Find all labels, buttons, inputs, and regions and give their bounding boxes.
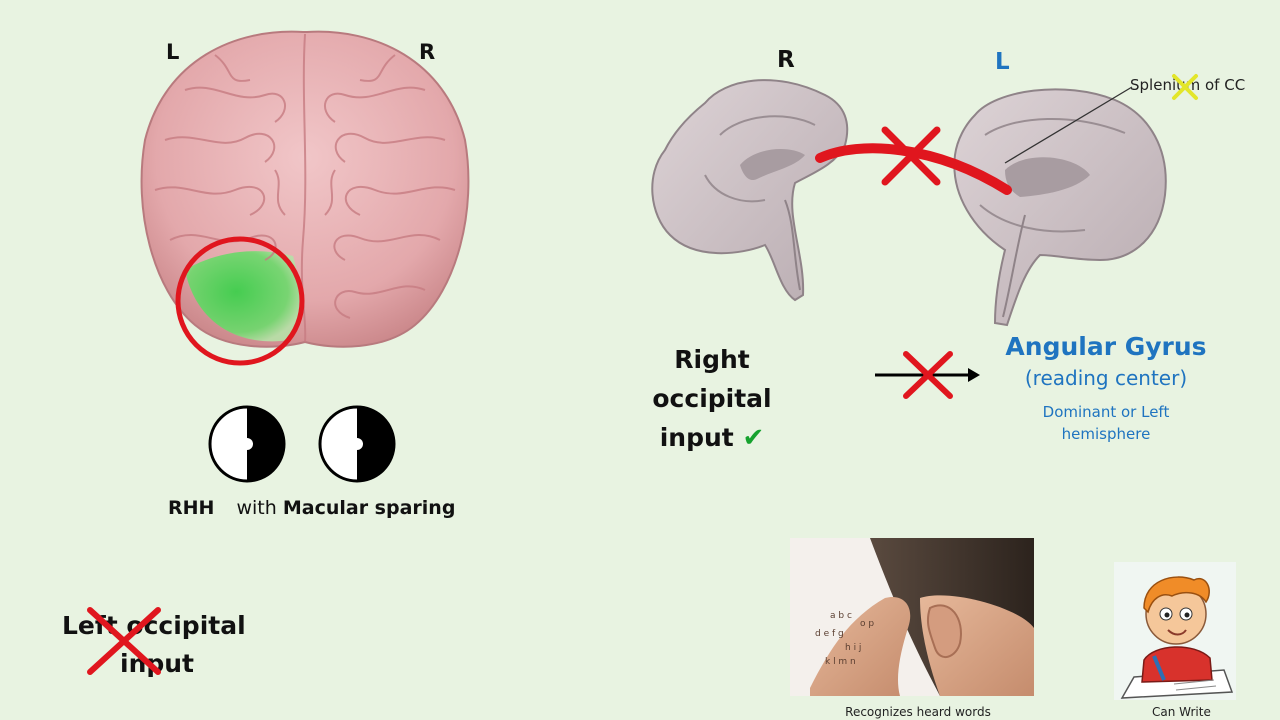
reading-center-subtitle: (reading center) [1024,366,1188,390]
right-occipital-input-label: Right occipital input ✔ [652,345,772,453]
right-eye-field-icon [318,405,396,483]
svg-text:h i j: h i j [845,643,861,653]
svg-text:o p: o p [860,619,874,629]
left-eye-field-icon [208,405,286,483]
writing-boy-cartoon [1114,562,1236,700]
pathway-cross-icon [881,126,941,186]
rhh-label: RHH [168,497,215,519]
top-brain-right-label: R [419,40,436,64]
check-icon: ✔ [742,423,765,453]
write-caption: Can Write [1152,705,1211,719]
brain-top-view-illustration [140,30,470,366]
visual-field-caption: RHH with Macular sparing [168,497,455,519]
with-text: with [236,497,277,519]
medial-left-label: L [995,49,1010,75]
macular-sparing-label: Macular sparing [282,497,456,519]
lesion-highlight-circle [175,236,305,366]
arrow-cross-icon [903,351,953,399]
splenium-pointer-line [1004,86,1133,164]
svg-text:d e f g: d e f g [815,629,844,639]
splenium-cross-icon [1172,74,1198,100]
left-input-cross-icon [87,607,161,675]
ear-caption: Recognizes heard words [845,705,991,719]
left-hemisphere-shape [953,88,1167,327]
angular-gyrus-block: Angular Gyrus (reading center) Dominant … [990,331,1222,445]
medial-right-label: R [777,47,795,73]
medial-hemispheres-illustration [651,79,1167,327]
angular-gyrus-title: Angular Gyrus [1005,332,1207,361]
listening-ear-photo: a b c d e f g h i j k l m n o p [790,538,1034,696]
blocked-arrow [875,351,980,399]
svg-text:k l m n: k l m n [825,657,856,667]
svg-text:a b c: a b c [830,611,852,621]
top-brain-left-label: L [166,40,180,64]
right-hemisphere-shape [651,79,849,302]
dominant-hemisphere-note: Dominant or Left hemisphere [1042,403,1170,443]
